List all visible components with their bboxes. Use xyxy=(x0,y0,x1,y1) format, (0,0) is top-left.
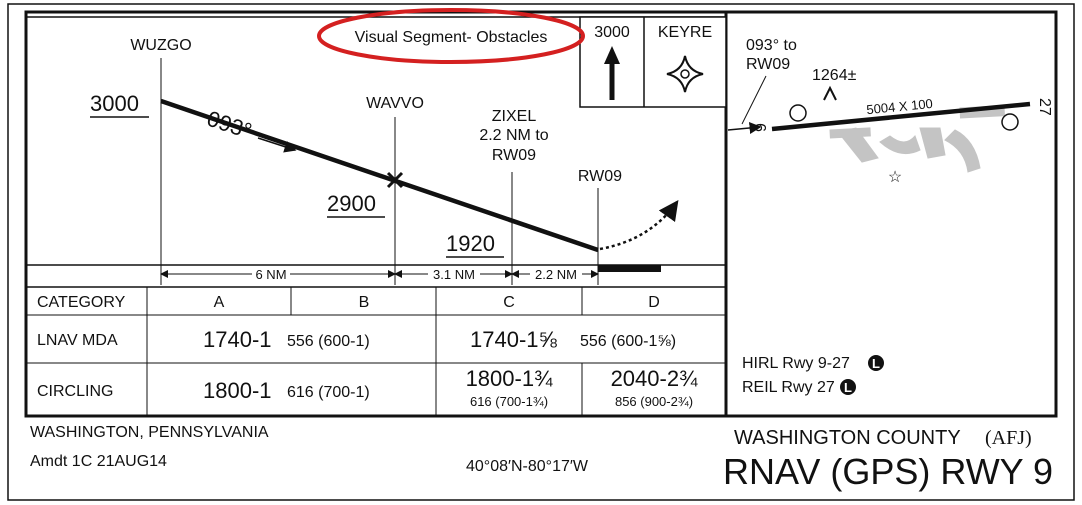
airport-course-rwy: RW09 xyxy=(746,56,790,73)
circling-label: CIRCLING xyxy=(37,383,113,400)
missed-approach-path xyxy=(599,199,679,251)
footer-airport-id: (AFJ) xyxy=(985,427,1032,449)
zixel-runway: RW09 xyxy=(492,147,536,164)
circling-d-main: 2040-2¾ xyxy=(611,366,699,391)
lighting-badge-1-label: L xyxy=(872,356,880,371)
runway-9-27 xyxy=(771,101,1031,132)
fix-zixel: ZIXEL xyxy=(492,108,537,125)
distance-seg3: 2.2 NM xyxy=(535,267,577,282)
lighting-badge-1 xyxy=(868,355,884,371)
altitude-wuzgo: 3000 xyxy=(90,91,139,116)
beacon-star-icon: ☆ xyxy=(888,169,902,186)
fix-wavvo: WAVVO xyxy=(366,95,424,112)
header-category: CATEGORY xyxy=(37,294,126,311)
fix-rw09: RW09 xyxy=(578,168,622,185)
footer-coordinates: 40°08′N-80°17′W xyxy=(466,458,589,475)
altitude-wavvo: 2900 xyxy=(327,191,376,216)
lighting-badge-2 xyxy=(840,379,856,395)
missed-altitude: 3000 xyxy=(594,24,630,41)
circling-d-sub: 856 (900-2¾) xyxy=(615,394,693,409)
distance-seg2: 3.1 NM xyxy=(433,267,475,282)
papi-icon xyxy=(789,104,1019,131)
header-c: C xyxy=(503,294,515,311)
airport-course-label: 093° to xyxy=(746,37,797,54)
runway-end-9: 9 xyxy=(753,123,770,132)
lighting-hirl: HIRL Rwy 9-27 xyxy=(742,355,850,372)
circling-c-main: 1800-1¾ xyxy=(466,366,554,391)
holding-fix-icon xyxy=(666,55,704,93)
zixel-distance: 2.2 NM to xyxy=(479,127,548,144)
distance-seg1: 6 NM xyxy=(255,267,286,282)
stepdown-fix-icon xyxy=(386,171,404,189)
footer-city: WASHINGTON, PENNSYLVANIA xyxy=(30,424,269,441)
lnav-cd-sub: 556 (600-1⅝) xyxy=(580,333,676,350)
airport-diagram: 093° to RW09 1264± 5004 X 100 9 27 ☆ HIR… xyxy=(727,37,1053,396)
footer: WASHINGTON, PENNSYLVANIA Amdt 1C 21AUG14… xyxy=(30,424,1053,492)
airport-elevation: 1264± xyxy=(812,67,857,84)
obstacle-icon xyxy=(823,85,837,101)
header-d: D xyxy=(648,294,660,311)
main-frame xyxy=(24,10,1058,418)
plate-border xyxy=(7,3,1075,501)
annotation-label: Visual Segment- Obstacles xyxy=(355,29,548,46)
runway-bar xyxy=(598,265,661,272)
lnav-cd-main: 1740-1⅝ xyxy=(470,327,558,352)
profile-view: WUZGO WAVVO ZIXEL 2.2 NM to RW09 RW09 09… xyxy=(26,37,726,285)
lnav-ab-main: 1740-1 xyxy=(203,327,272,352)
circling-ab-sub: 616 (700-1) xyxy=(287,384,370,401)
runway-end-27: 27 xyxy=(1036,98,1053,116)
altitude-zixel: 1920 xyxy=(446,231,495,256)
missed-fix: KEYRE xyxy=(658,24,712,41)
fix-wuzgo: WUZGO xyxy=(130,37,191,54)
lnav-ab-sub: 556 (600-1) xyxy=(287,333,370,350)
lnav-label: LNAV MDA xyxy=(37,332,118,349)
circling-ab-main: 1800-1 xyxy=(203,378,272,403)
visual-segment-annotation: Visual Segment- Obstacles xyxy=(317,8,585,64)
circling-c-sub: 616 (700-1¾) xyxy=(470,394,548,409)
lighting-reil: REIL Rwy 27 xyxy=(742,379,835,396)
course-label: 093° xyxy=(204,106,255,144)
footer-airport-name: WASHINGTON COUNTY xyxy=(734,427,961,449)
inbound-course-arrow xyxy=(727,122,762,134)
missed-approach-box: 3000 KEYRE xyxy=(579,16,727,108)
climb-arrow-icon xyxy=(604,46,620,100)
minimums-table: CATEGORY A B C D LNAV MDA 1740-1 556 (60… xyxy=(26,286,726,416)
header-a: A xyxy=(214,294,225,311)
footer-procedure-title: RNAV (GPS) RWY 9 xyxy=(723,451,1053,492)
course-arrow xyxy=(257,137,297,153)
footer-amendment: Amdt 1C 21AUG14 xyxy=(30,453,167,470)
lighting-badge-2-label: L xyxy=(844,380,852,395)
descent-path xyxy=(160,98,599,253)
runway-dimensions: 5004 X 100 xyxy=(866,96,934,117)
header-b: B xyxy=(359,294,370,311)
